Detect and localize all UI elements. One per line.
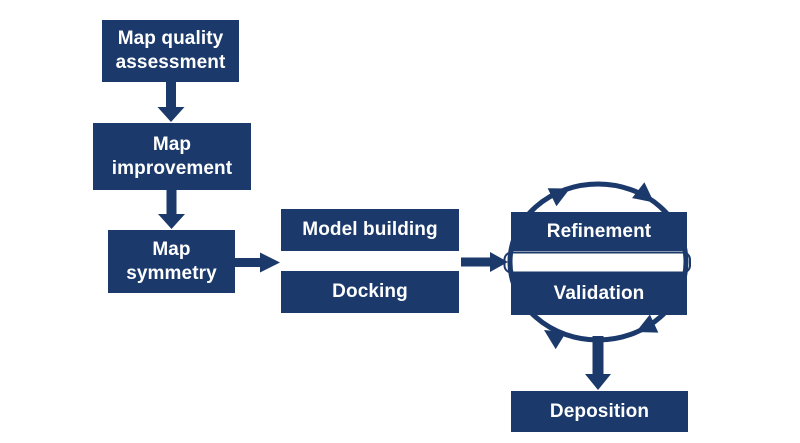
node-refinement: Refinement bbox=[511, 212, 687, 251]
cycle-arrowhead-bottom-left-icon bbox=[544, 330, 567, 350]
arrow-symmetry-to-building-icon bbox=[235, 252, 280, 273]
arrow-building-to-refinement-icon bbox=[461, 252, 508, 272]
node-label: Map quality assessment bbox=[115, 28, 226, 73]
cycle-arrowhead-top-right-icon bbox=[632, 182, 654, 203]
node-map-quality-assessment: Map quality assessment bbox=[102, 20, 239, 82]
cycle-arrowhead-top-left-icon bbox=[547, 188, 570, 207]
node-validation: Validation bbox=[511, 273, 687, 315]
node-label: Validation bbox=[553, 283, 645, 305]
node-label: Map improvement bbox=[111, 133, 233, 179]
node-label: Model building bbox=[302, 219, 438, 241]
cycle-gap-band bbox=[503, 251, 691, 274]
arrow-cycle-to-deposition-icon bbox=[585, 336, 611, 390]
arrow-improvement-to-symmetry-icon bbox=[158, 190, 185, 229]
node-model-building: Model building bbox=[281, 209, 459, 251]
node-docking: Docking bbox=[281, 271, 459, 313]
node-label: Refinement bbox=[546, 220, 652, 242]
node-label: Docking bbox=[332, 281, 408, 303]
node-label: Deposition bbox=[549, 400, 650, 422]
node-map-improvement: Map improvement bbox=[93, 123, 251, 190]
arrow-quality-to-improvement-icon bbox=[157, 82, 185, 122]
node-deposition: Deposition bbox=[511, 391, 688, 432]
node-label: Map symmetry bbox=[126, 238, 217, 284]
node-map-symmetry: Map symmetry bbox=[108, 230, 235, 293]
cycle-arrowhead-bottom-right-icon bbox=[636, 314, 659, 333]
